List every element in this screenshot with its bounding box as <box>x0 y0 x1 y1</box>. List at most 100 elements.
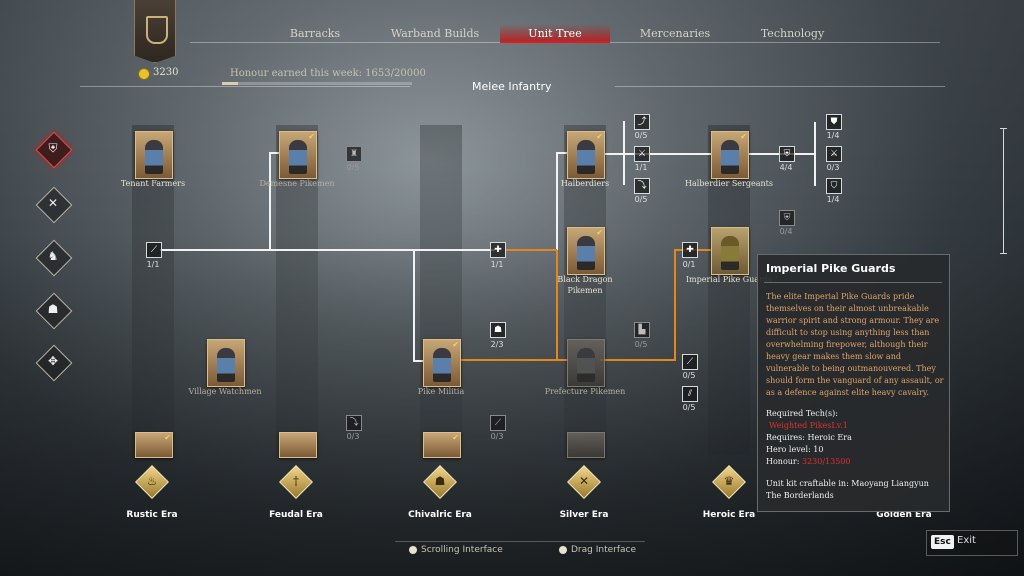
unit-card-partial[interactable] <box>567 432 605 458</box>
unit-card-partial[interactable]: ✔ <box>423 432 461 458</box>
charge-upgrade-icon[interactable]: ⚔ <box>634 146 650 162</box>
era-feudal[interactable]: † <box>279 465 313 499</box>
unit-portrait <box>577 140 595 174</box>
pike-upgrade-icon[interactable]: ⟋ <box>682 354 698 370</box>
tab-barracks[interactable]: Barracks <box>289 27 341 40</box>
tree-line <box>623 121 625 185</box>
unit-card-prefecture-pikemen[interactable] <box>567 339 605 387</box>
tree-line-active <box>600 359 676 361</box>
tab-unit-tree[interactable]: Unit Tree <box>528 27 582 40</box>
tooltip-craftable: Unit kit craftable in: Maoyang Liangyun <box>766 479 929 488</box>
shield-upgrade-icon[interactable]: ⛨ <box>779 210 795 226</box>
mouse-icon <box>409 546 417 554</box>
upgrade-count: 0/3 <box>346 432 360 441</box>
unit-name: Prefecture Pikemen <box>544 387 626 396</box>
unit-card-pike-militia[interactable]: ✔ <box>423 339 461 387</box>
unit-portrait <box>433 348 451 382</box>
upgrade-count: 4/4 <box>779 163 793 172</box>
unit-card-halberdier-sergeants[interactable]: ✔ <box>711 131 749 179</box>
double-pike-upgrade-icon[interactable]: ⫽ <box>682 386 698 402</box>
era-label-feudal: Feudal Era <box>269 510 323 520</box>
unit-card-demesne-pikemen[interactable]: ✔ <box>279 131 317 179</box>
category-heavy[interactable]: ☗ <box>35 292 73 330</box>
tooltip-hero-level: Hero level: 10 <box>766 445 824 454</box>
formation-upgrade-icon[interactable]: ☗ <box>490 322 506 338</box>
tree-line <box>160 249 495 251</box>
era-column-rustic <box>132 125 174 455</box>
shield-spear-icon: ⛨ <box>48 141 58 155</box>
tab-warband-builds[interactable]: Warband Builds <box>390 27 480 40</box>
upgrade-count: 0/3 <box>490 432 504 441</box>
hint-divider <box>395 541 645 542</box>
sweep-upgrade-icon[interactable]: ⤵ <box>346 415 362 431</box>
tab-active-highlight <box>500 24 610 42</box>
category-melee-infantry[interactable]: ⛨ <box>35 131 73 169</box>
sweep-upgrade-icon[interactable]: ⤵ <box>634 178 650 194</box>
tab-technology[interactable]: Technology <box>760 27 825 40</box>
cross-upgrade-icon[interactable]: ✚ <box>490 242 506 258</box>
crown-icon: ♛ <box>723 474 735 488</box>
unit-name: Black Dragon Pikemen <box>557 275 613 295</box>
tab-active-underline <box>500 41 610 43</box>
era-column-silver <box>564 125 606 455</box>
tree-line <box>600 153 712 155</box>
unit-portrait <box>217 348 235 382</box>
era-chivalric[interactable]: ☗ <box>423 465 457 499</box>
upgrade-count: 0/4 <box>779 227 793 236</box>
slash-upgrade-icon[interactable]: ⤴ <box>634 114 650 130</box>
sword-icon: † <box>293 474 299 488</box>
era-heroic[interactable]: ♛ <box>712 465 746 499</box>
upgrade-count: 0/1 <box>682 260 696 269</box>
shield-upgrade-icon[interactable]: ⛨ <box>779 146 795 162</box>
unit-name: Halberdiers <box>560 179 610 188</box>
cross-upgrade-icon[interactable]: ✚ <box>682 242 698 258</box>
tooltip-required-tech-label: Required Tech(s): <box>766 409 838 418</box>
spear-upgrade-icon[interactable]: ⟋ <box>146 242 162 258</box>
unit-name: Village Watchmen <box>188 387 262 396</box>
tree-line <box>556 152 568 154</box>
unit-card-tenant-farmers[interactable] <box>135 131 173 179</box>
unit-card-halberdiers[interactable]: ✔ <box>567 131 605 179</box>
era-column-chivalric <box>420 125 462 455</box>
tooltip-craftable-place: The Borderlands <box>766 491 834 500</box>
upgrade-count: 1/1 <box>146 260 160 269</box>
tree-line-active <box>556 250 558 360</box>
era-rustic[interactable]: ♨ <box>135 465 169 499</box>
boot-upgrade-icon[interactable]: ▙ <box>634 322 650 338</box>
tab-mercenaries[interactable]: Mercenaries <box>639 27 711 40</box>
owned-check-icon: ✔ <box>452 340 459 349</box>
era-column-feudal <box>276 125 318 455</box>
category-cavalry[interactable]: ♞ <box>35 239 73 277</box>
armour-upgrade-icon[interactable]: ⛉ <box>826 178 842 194</box>
unit-card-black-dragon-pikemen[interactable]: ✔ <box>567 227 605 275</box>
hint-scrolling: Scrolling Interface <box>421 545 503 555</box>
era-silver[interactable]: ✕ <box>567 465 601 499</box>
unit-name: Imperial Pike Guards <box>685 275 773 284</box>
unit-name: Demesne Pikemen <box>259 179 335 188</box>
horse-head-icon: ♞ <box>47 249 59 263</box>
unit-card-imperial-pike-guards[interactable] <box>711 227 749 275</box>
pike-upgrade-icon[interactable]: ♜ <box>346 146 362 162</box>
defense-upgrade-icon[interactable]: ⛊ <box>826 114 842 130</box>
era-label-golden: Golden Era <box>876 510 932 520</box>
helm-icon: ☗ <box>434 474 446 488</box>
unit-card-partial[interactable]: ✔ <box>135 432 173 458</box>
unit-card-village-watchmen[interactable] <box>207 339 245 387</box>
exit-button[interactable]: Esc Exit <box>926 530 1018 556</box>
tooltip-description: The elite Imperial Pike Guards pride the… <box>766 292 944 397</box>
honour-weekly-progress-fill <box>222 82 238 85</box>
unit-portrait <box>145 140 163 174</box>
upgrade-count: 0/5 <box>634 195 648 204</box>
unit-card-partial[interactable] <box>279 432 317 458</box>
fire-icon: ♨ <box>146 474 158 488</box>
owned-check-icon: ✔ <box>596 132 603 141</box>
tooltip-requires: Requires: Heroic Era <box>766 433 852 442</box>
tree-line-active <box>674 249 676 360</box>
unit-portrait <box>289 140 307 174</box>
category-ranged[interactable]: ✕ <box>35 186 73 224</box>
vertical-scrollbar[interactable] <box>1003 128 1004 254</box>
upgrade-count: 0/5 <box>682 403 696 412</box>
category-special[interactable]: ✥ <box>35 344 73 382</box>
spear-upgrade-icon[interactable]: ⟋ <box>490 415 506 431</box>
attack-upgrade-icon[interactable]: ⚔ <box>826 146 842 162</box>
